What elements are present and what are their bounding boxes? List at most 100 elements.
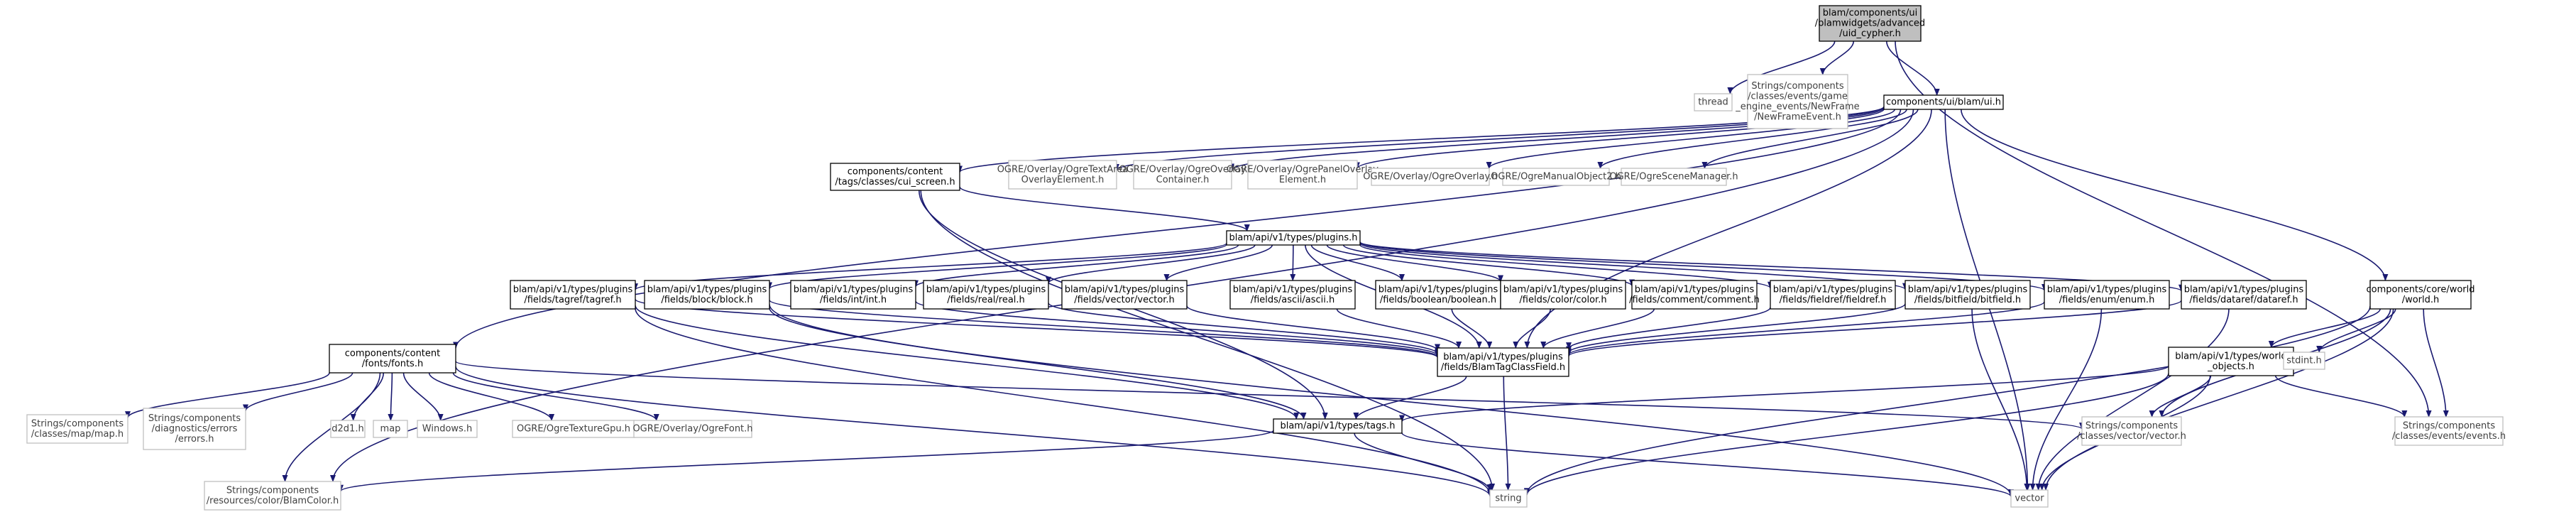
node-label-line: /world.h <box>2402 295 2440 305</box>
node-ui-h[interactable]: components/ui/blam/ui.h <box>1883 94 2004 110</box>
node-label-line: /fonts/fonts.h <box>362 359 423 369</box>
node-label-line: /classes/map/map.h <box>31 429 124 440</box>
node-string: string <box>1489 489 1528 508</box>
node-enum[interactable]: blam/api/v1/types/plugins/fields/enum/en… <box>2044 280 2170 310</box>
node-label-line: vector <box>2015 494 2044 504</box>
node-windows: Windows.h <box>417 420 478 438</box>
edge-ui_h-to-ogre_manual <box>1597 109 1907 169</box>
edge-world_objects-to-vector_class <box>2149 375 2212 418</box>
edge-ui_h-to-ogre_panel <box>1354 108 1885 170</box>
node-vector: vector <box>2010 489 2049 508</box>
node-label-line: /fields/block/block.h <box>661 295 752 305</box>
node-label-line: blam/api/v1/types/plugins <box>1908 284 2028 295</box>
node-block[interactable]: blam/api/v1/types/plugins/fields/block/b… <box>644 280 770 310</box>
node-ascii[interactable]: blam/api/v1/types/plugins/fields/ascii/a… <box>1229 280 1356 310</box>
node-box <box>1008 160 1117 190</box>
node-label-line: string <box>1495 494 1521 504</box>
node-stdint: stdint.h <box>2283 352 2325 370</box>
node-label-line: /resources/color/BlamColor.h <box>207 496 339 506</box>
node-fieldref[interactable]: blam/api/v1/types/plugins/fields/fieldre… <box>1770 280 1896 310</box>
node-label-line: Windows.h <box>422 424 472 435</box>
node-box <box>1229 280 1356 310</box>
edge-enum-to-vector <box>2029 308 2103 491</box>
node-label-line: blam/api/v1/types/plugins <box>647 284 767 295</box>
node-tags-h[interactable]: blam/api/v1/types/tags.h <box>1273 418 1403 434</box>
node-label-line: Strings/components <box>31 418 124 429</box>
node-int[interactable]: blam/api/v1/types/plugins/fields/int/int… <box>790 280 916 310</box>
node-box <box>373 420 408 438</box>
edge-real-to-classfield <box>1048 302 1440 354</box>
node-tagref[interactable]: blam/api/v1/types/plugins/fields/tagref/… <box>510 280 636 310</box>
node-box <box>1489 489 1528 508</box>
node-world-h[interactable]: components/core/world/world.h <box>2366 280 2475 310</box>
node-label-line: blam/api/v1/types/plugins <box>926 284 1046 295</box>
node-label-line: blam/api/v1/types/plugins <box>513 284 633 295</box>
edge-ui_h-to-ogre_scenemgr <box>1701 109 1919 169</box>
node-label-line: Strings/components <box>148 413 241 424</box>
node-label-line: /uid_cypher.h <box>1839 28 1901 39</box>
node-dataref[interactable]: blam/api/v1/types/plugins/fields/dataref… <box>2181 280 2307 310</box>
node-box <box>923 280 1049 310</box>
node-label-line: thread <box>1698 97 1728 108</box>
node-boolean[interactable]: blam/api/v1/types/plugins/fields/boolean… <box>1375 280 1501 310</box>
node-label-line: Strings/components <box>226 485 319 496</box>
node-box <box>1247 160 1358 190</box>
edge-uid_cypher-to-thread <box>1727 40 1836 94</box>
node-box <box>26 414 128 444</box>
node-label-line: components/core/world <box>2366 284 2474 295</box>
edge-ui_h-to-world_h <box>1961 109 2389 281</box>
edge-boolean-to-classfield <box>1451 308 1493 349</box>
edge-world_objects-to-tags_h <box>1399 365 2169 423</box>
node-box <box>830 163 960 191</box>
node-world-objects[interactable]: blam/api/v1/types/world_objects.h <box>2168 347 2294 376</box>
node-plugins-h[interactable]: blam/api/v1/types/plugins.h <box>1226 230 1361 246</box>
node-label-line: /fields/enum/enum.h <box>2059 295 2155 305</box>
node-uid-cypher[interactable]: blam/components/ui/blamwidgets/advanced/… <box>1815 5 1925 42</box>
edge-plugins_h-to-vectorh <box>1163 244 1273 281</box>
node-box <box>1273 418 1403 434</box>
edge-plugins_h-to-color <box>1326 244 1503 283</box>
node-cui-screen[interactable]: components/content/tags/classes/cui_scre… <box>830 163 960 191</box>
node-label-line: d2d1.h <box>331 424 363 435</box>
node-box <box>1747 74 1848 129</box>
node-fonts-h[interactable]: components/content/fonts/fonts.h <box>329 344 456 374</box>
edge-tags_h-to-vector <box>1401 432 2014 498</box>
node-ogre-manual: OGRE/OgreManualObject2.h <box>1491 168 1621 186</box>
node-box <box>2181 280 2307 310</box>
node-box <box>790 280 916 310</box>
node-label-line: stdint.h <box>2286 356 2321 366</box>
node-map: map <box>373 420 408 438</box>
node-label-line: /fields/real/real.h <box>947 295 1025 305</box>
node-bitfield[interactable]: blam/api/v1/types/plugins/fields/bitfiel… <box>1904 280 2031 310</box>
node-label-line: components/content <box>345 348 440 359</box>
node-box <box>1061 280 1188 310</box>
edge-cui_screen-to-plugins_h <box>959 186 1250 232</box>
node-comment[interactable]: blam/api/v1/types/plugins/fields/comment… <box>1629 280 1760 310</box>
node-box <box>2081 416 2182 446</box>
node-classfield[interactable]: blam/api/v1/types/plugins/fields/BlamTag… <box>1437 347 1569 377</box>
node-label-line: Strings/components <box>1751 81 1843 92</box>
nodes-layer: blam/components/ui/blamwidgets/advanced/… <box>26 5 2506 511</box>
node-color[interactable]: blam/api/v1/types/plugins/fields/color/c… <box>1500 280 1626 310</box>
node-label-line: blam/api/v1/types/plugins <box>794 284 914 295</box>
edge-world_objects-to-string <box>1524 373 2169 496</box>
node-box <box>1375 280 1501 310</box>
node-label-line: Element.h <box>1279 175 1326 185</box>
node-box <box>2394 416 2504 446</box>
node-label-line: /fields/tagref/tagref.h <box>524 295 621 305</box>
node-label-line: OGRE/Overlay/OgreOverlay.h <box>1363 172 1497 183</box>
node-vectorh[interactable]: blam/api/v1/types/plugins/fields/vector/… <box>1061 280 1188 310</box>
edge-world_h-to-events_h <box>2423 308 2449 418</box>
node-box <box>2044 280 2170 310</box>
node-label-line: _objects.h <box>2207 361 2254 372</box>
node-box <box>1371 168 1490 186</box>
node-box <box>2369 280 2472 310</box>
edge-uid_cypher-to-newframe <box>1819 40 1855 75</box>
node-label-line: /classes/events/game <box>1748 91 1848 102</box>
node-label-line: blam/api/v1/types/plugins <box>1443 352 1563 362</box>
node-label-line: blam/api/v1/types/world <box>2175 351 2286 361</box>
node-real[interactable]: blam/api/v1/types/plugins/fields/real/re… <box>923 280 1049 310</box>
node-label-line: OGRE/Overlay/OgreTextArea <box>997 164 1129 175</box>
node-box <box>2010 489 2049 508</box>
edge-fonts_h-to-ogre_texgpu <box>428 372 555 421</box>
